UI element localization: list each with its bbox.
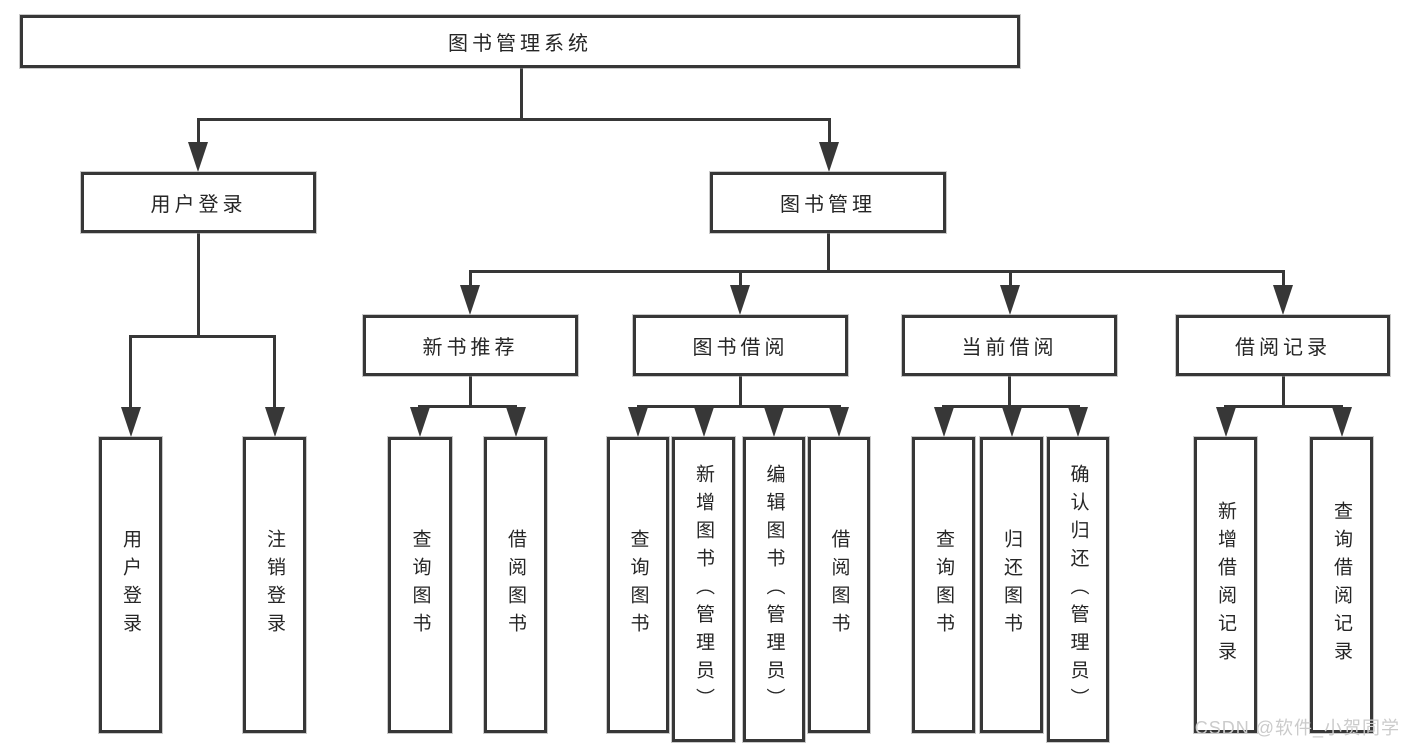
node-new-book-rec-label: 新书推荐 <box>422 337 519 359</box>
connector-new-book-rec-rail <box>418 405 517 408</box>
node-book-mgmt-label: 图书管理 <box>780 194 876 216</box>
leaf-label: 注销登录 <box>264 529 285 641</box>
arrow-down-icon <box>460 285 480 315</box>
connector-drop-leaf <box>129 335 132 409</box>
node-leaf-query-books-rec: 查询图书 <box>388 437 452 733</box>
node-leaf-borrow-books: 借阅图书 <box>808 437 870 733</box>
leaf-label: 用户登录 <box>120 529 141 641</box>
arrow-down-icon <box>410 407 430 437</box>
node-leaf-query-books: 查询图书 <box>607 437 669 733</box>
leaf-label: 查询图书 <box>627 529 649 641</box>
connector-new-book-rec-stem <box>469 376 472 405</box>
node-leaf-query-current: 查询图书 <box>912 437 975 733</box>
connector-borrow-records-rail <box>1224 405 1343 408</box>
node-leaf-confirm-return-admin: 确认归还（管理员） <box>1047 437 1109 742</box>
connector-drop-leaf <box>273 335 276 409</box>
node-borrow-records: 借阅记录 <box>1176 315 1390 376</box>
node-user-login: 用户登录 <box>81 172 316 233</box>
arrow-down-icon <box>1000 285 1020 315</box>
arrow-down-icon <box>1216 407 1236 437</box>
node-leaf-add-books-admin: 新增图书（管理员） <box>672 437 735 742</box>
connector-user-login-stem <box>197 233 200 335</box>
node-root-label: 图书管理系统 <box>448 33 592 55</box>
connector-book-borrow-stem <box>739 376 742 405</box>
connector-book-mgmt-rail <box>469 270 1284 273</box>
connector-drop-borrow-records <box>1282 270 1285 287</box>
node-leaf-user-login: 用户登录 <box>99 437 162 733</box>
csdn-watermark: CSDN @软件_小贺同学 <box>1194 718 1400 738</box>
node-leaf-query-borrow-record: 查询借阅记录 <box>1310 437 1373 733</box>
arrow-down-icon <box>764 407 784 437</box>
connector-book-mgmt-stem <box>827 233 830 270</box>
arrow-down-icon <box>819 142 839 172</box>
node-book-borrow-label: 图书借阅 <box>692 337 789 359</box>
node-current-borrow: 当前借阅 <box>902 315 1117 376</box>
node-book-mgmt: 图书管理 <box>710 172 946 233</box>
connector-drop-new-book-rec <box>469 270 472 287</box>
arrow-down-icon <box>730 285 750 315</box>
node-new-book-rec: 新书推荐 <box>363 315 578 376</box>
node-leaf-add-borrow-record: 新增借阅记录 <box>1194 437 1257 733</box>
connector-drop-current-borrow <box>1009 270 1012 287</box>
node-root: 图书管理系统 <box>20 15 1020 68</box>
arrow-down-icon <box>121 407 141 437</box>
node-book-borrow: 图书借阅 <box>633 315 848 376</box>
node-leaf-return-books: 归还图书 <box>980 437 1043 733</box>
leaf-label: 借阅图书 <box>828 529 850 641</box>
arrow-down-icon <box>1332 407 1352 437</box>
arrow-down-icon <box>694 407 714 437</box>
arrow-down-icon <box>1273 285 1293 315</box>
leaf-label: 查询图书 <box>933 529 954 641</box>
leaf-label: 归还图书 <box>1001 529 1022 641</box>
arrow-down-icon <box>506 407 526 437</box>
connector-user-login-rail <box>129 335 276 338</box>
connector-root-rail <box>197 118 829 121</box>
arrow-down-icon <box>1002 407 1022 437</box>
leaf-label: 新增图书（管理员） <box>693 463 714 716</box>
arrow-down-icon <box>1068 407 1088 437</box>
connector-borrow-records-stem <box>1282 376 1285 405</box>
leaf-label: 查询图书 <box>409 529 431 641</box>
arrow-down-icon <box>188 142 208 172</box>
node-leaf-edit-books-admin: 编辑图书（管理员） <box>743 437 805 742</box>
connector-drop-book-borrow <box>739 270 742 287</box>
node-current-borrow-label: 当前借阅 <box>961 337 1058 359</box>
leaf-label: 查询借阅记录 <box>1331 501 1352 669</box>
arrow-down-icon <box>934 407 954 437</box>
leaf-label: 编辑图书（管理员） <box>763 463 785 716</box>
arrow-down-icon <box>829 407 849 437</box>
node-user-login-label: 用户登录 <box>150 194 247 216</box>
node-leaf-logout: 注销登录 <box>243 437 306 733</box>
node-borrow-records-label: 借阅记录 <box>1235 337 1331 359</box>
connector-drop-user-login <box>197 118 200 144</box>
node-leaf-borrow-books-rec: 借阅图书 <box>484 437 547 733</box>
arrow-down-icon <box>265 407 285 437</box>
leaf-label: 借阅图书 <box>505 529 526 641</box>
arrow-down-icon <box>628 407 648 437</box>
connector-current-borrow-stem <box>1008 376 1011 405</box>
leaf-label: 新增借阅记录 <box>1215 501 1236 669</box>
leaf-label: 确认归还（管理员） <box>1067 463 1089 716</box>
connector-book-borrow-rail <box>637 405 841 408</box>
connector-drop-book-mgmt <box>828 118 831 144</box>
connector-root-stem <box>520 68 523 118</box>
